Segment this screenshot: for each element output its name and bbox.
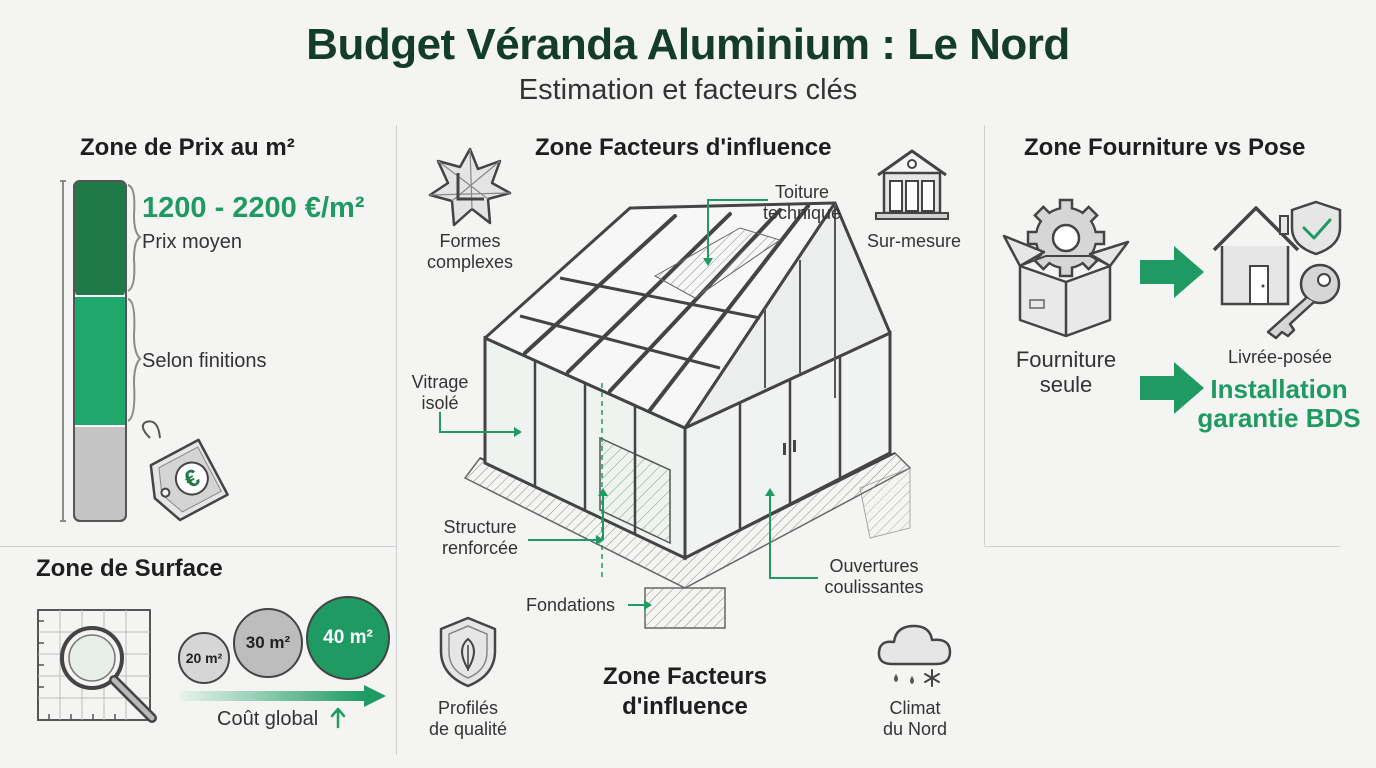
- leaf-shield-icon: [439, 616, 497, 688]
- price-gauge: [60, 180, 142, 522]
- arrow-right-icon: [1140, 246, 1204, 298]
- surface-40-circle: 40 m²: [306, 596, 390, 680]
- divider-left: [396, 125, 397, 755]
- house-icon: [875, 149, 949, 220]
- arrow-right-icon-2: [1140, 362, 1204, 414]
- veranda-illustration: [463, 201, 912, 629]
- price-range: 1200 - 2200 €/m²: [142, 192, 365, 224]
- fondations-label: Fondations: [526, 595, 616, 615]
- surface-30-circle: 30 m²: [233, 608, 303, 678]
- divider-right-horizontal: [984, 546, 1340, 547]
- euro-price-tag-icon: €: [141, 420, 229, 522]
- prix-moyen-label: Prix moyen: [142, 231, 243, 253]
- surface-20-circle: 20 m²: [178, 632, 230, 684]
- magnifier-plan-icon: [37, 609, 157, 723]
- cout-global-arrow: [180, 685, 386, 707]
- sur-mesure-label: Sur-mesure: [866, 231, 962, 251]
- page-title: Budget Véranda Aluminium : Le Nord: [306, 20, 1070, 69]
- prix-zone-heading: Zone de Prix au m²: [80, 134, 295, 161]
- gear-box-icon: [1002, 198, 1130, 338]
- facteurs-zone-heading: Zone Facteurs d'influence: [535, 134, 832, 161]
- livree-posee-label: Livrée-posée: [1227, 347, 1333, 367]
- house-key-shield-icon: [1212, 200, 1342, 340]
- page-subtitle: Estimation et facteurs clés: [518, 74, 858, 106]
- divider-right: [984, 125, 985, 545]
- selon-finitions-label: Selon finitions: [142, 350, 267, 372]
- surface-zone-heading: Zone de Surface: [36, 555, 223, 582]
- up-arrow-icon: [330, 707, 346, 729]
- cloud-rain-snow-icon: [877, 624, 952, 687]
- pose-zone-heading: Zone Fourniture vs Pose: [1024, 134, 1306, 161]
- cout-global-label: Coût global: [217, 708, 319, 730]
- complex-shapes-icon: [428, 147, 512, 227]
- divider-left-horizontal: [0, 546, 396, 547]
